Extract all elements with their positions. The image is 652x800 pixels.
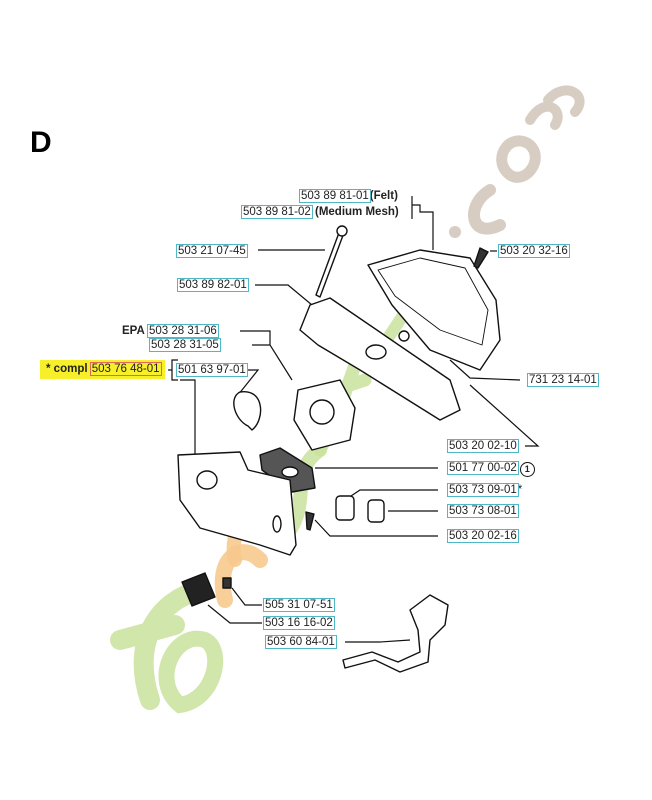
part-number[interactable]: 503 20 02-16 xyxy=(447,529,519,543)
label-carb-std: 503 28 31-05 xyxy=(149,338,221,352)
part-number[interactable]: 503 89 81-02 xyxy=(241,205,313,219)
label-grommet-a: 503 73 09-01* xyxy=(447,483,523,497)
part-number[interactable]: 503 73 08-01 xyxy=(447,504,519,518)
part-number[interactable]: 503 60 84-01 xyxy=(265,635,337,649)
label-throttle-rod: 503 60 84-01 xyxy=(265,635,337,649)
carburetor-part xyxy=(293,379,356,451)
label-screw-mid: 503 20 02-10 xyxy=(447,439,519,453)
part-number[interactable]: 503 21 07-45 xyxy=(176,244,248,258)
part-note: (Felt) xyxy=(369,190,398,202)
part-number[interactable]: 503 20 02-10 xyxy=(447,439,519,453)
part-number[interactable]: 503 89 81-01 xyxy=(299,189,371,203)
leader-rod xyxy=(345,639,411,643)
leader-screw-holder xyxy=(449,359,521,381)
primer-bulb-part xyxy=(233,391,262,431)
grommet-a-part xyxy=(335,495,355,521)
part-number[interactable]: 503 16 16-02 xyxy=(263,616,335,630)
epa-prefix: EPA xyxy=(122,325,145,337)
part-number[interactable]: 501 63 97-01 xyxy=(176,363,248,377)
leader-grommet-a xyxy=(344,489,438,501)
grommet-b-part xyxy=(367,499,385,523)
pin-part xyxy=(222,577,232,589)
part-number[interactable]: 503 28 31-05 xyxy=(149,338,221,352)
throttle-rod-part xyxy=(342,594,449,673)
cover-plate-part xyxy=(177,451,297,556)
part-number[interactable]: 731 23 14-01 xyxy=(527,373,599,387)
label-screw-long: 503 21 07-45 xyxy=(176,244,248,258)
part-number[interactable]: 503 89 82-01 xyxy=(177,278,249,292)
leader-screw-low xyxy=(314,519,438,537)
leader-carb xyxy=(240,330,293,381)
low-screw-part xyxy=(305,511,315,531)
leader-cover xyxy=(180,379,196,455)
footnote-circle: 1 xyxy=(519,462,535,477)
top-screw-part xyxy=(473,247,489,269)
label-pin: 505 31 07-51 xyxy=(263,598,335,612)
part-number[interactable]: 503 20 32-16 xyxy=(498,244,570,258)
watermark-letter-o xyxy=(158,630,224,714)
watermark-dot xyxy=(449,226,461,238)
leader-sleeve xyxy=(207,604,262,624)
label-sleeve: 503 16 16-02 xyxy=(263,616,335,630)
leader-bulb xyxy=(237,369,260,396)
label-filter-mesh: 503 89 81-02 (Medium Mesh) xyxy=(241,205,399,219)
section-letter: D xyxy=(30,126,52,159)
label-filter-holder: 503 89 82-01 xyxy=(177,278,249,292)
watermark-letter-o2 xyxy=(496,135,541,183)
part-note: (Medium Mesh) xyxy=(315,206,399,218)
label-screw-top: 503 20 32-16 xyxy=(498,244,570,258)
leader-compl xyxy=(168,359,178,381)
label-screw-holder: 731 23 14-01 xyxy=(527,373,599,387)
label-compl-highlight: * compl 503 76 48-01 xyxy=(40,360,165,379)
compl-prefix: * compl xyxy=(46,363,88,375)
part-number[interactable]: 505 31 07-51 xyxy=(263,598,335,612)
leader-filter xyxy=(412,204,434,250)
part-number[interactable]: 503 28 31-06 xyxy=(147,324,219,338)
label-carb-epa: EPA 503 28 31-06 xyxy=(122,324,219,338)
sleeve-part xyxy=(181,572,216,607)
part-number[interactable]: 501 77 00-02 xyxy=(447,461,519,475)
leader-screw-mid xyxy=(469,384,540,447)
part-number[interactable]: 503 76 48-01 xyxy=(89,362,162,376)
watermark-letter-m xyxy=(525,85,585,130)
label-screw-low: 503 20 02-16 xyxy=(447,529,519,543)
label-grommet-b: 503 73 08-01 xyxy=(447,504,519,518)
label-primer-bulb: 501 63 97-01 xyxy=(176,363,248,377)
part-number[interactable]: 503 73 09-01 xyxy=(447,483,519,497)
leader-pin xyxy=(231,587,262,606)
label-filter-felt: 503 89 81-01(Felt) xyxy=(299,189,398,203)
watermark-letter-c xyxy=(468,184,506,235)
asterisk: * xyxy=(517,484,523,496)
long-screw-part xyxy=(315,229,346,298)
